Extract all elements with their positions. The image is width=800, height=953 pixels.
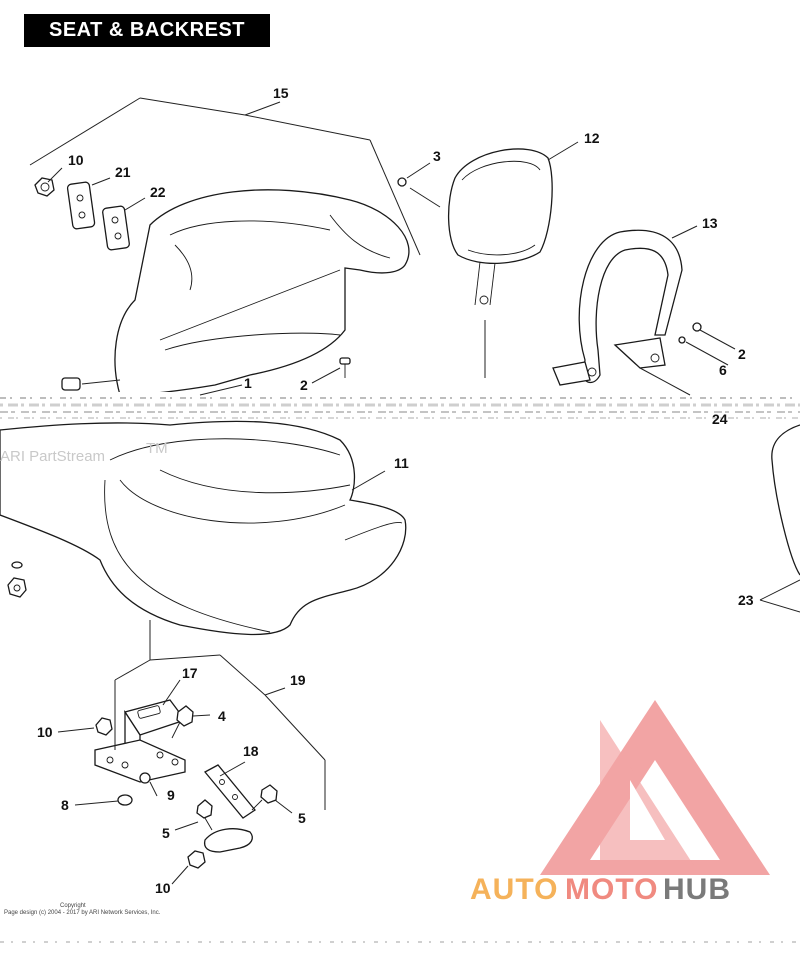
callout-18: 18 [243,743,259,759]
page-title: SEAT & BACKREST [24,14,270,47]
copyright-line1: Copyright [60,903,86,909]
seat-side-part [771,424,800,576]
plate-part [203,764,256,819]
callout-3: 3 [433,148,441,164]
screw-part [339,357,351,378]
callout-5: 5 [298,810,306,826]
nut-part [95,717,113,736]
automotohub-brand-text: AUTO MOTO HUB [470,873,731,906]
brand-hub: HUB [663,873,731,906]
brand-auto: AUTO [470,873,558,906]
connector-part [61,377,81,391]
callout-8: 8 [61,797,69,813]
backrest-bracket-part [552,229,683,386]
latch-part [203,828,253,853]
callout-21: 21 [115,164,131,180]
bolt-part [251,784,278,811]
callout-10: 10 [68,152,84,168]
seat-bracket-part [94,699,187,783]
ari-watermark: ARI PartStream TM [0,440,168,465]
plate-part [66,181,96,230]
watermark-text: ARI PartStream [0,448,105,465]
nut-part [187,850,206,869]
brand-moto: MOTO [565,873,658,906]
callout-15: 15 [273,85,289,101]
screw-part [397,177,407,187]
callout-4: 4 [218,708,226,724]
automotohub-logo [540,700,770,875]
callout-10: 10 [37,724,53,740]
washer-part [11,561,23,569]
callout-labels: 15 10 21 22 3 12 13 1 2 2 6 24 11 23 17 … [37,85,754,896]
bolt-part [171,705,194,739]
headrest-part [447,148,553,306]
copyright-notice: Copyright Page design (c) 2004 - 2017 by… [4,903,161,916]
callout-6: 6 [719,362,727,378]
nut-part [34,177,55,197]
plate-part [102,205,130,251]
callout-23: 23 [738,592,754,608]
callout-9: 9 [167,787,175,803]
screw-part [678,322,702,344]
callout-2: 2 [738,346,746,362]
copyright-line2: Page design (c) 2004 - 2017 by ARI Netwo… [4,910,161,916]
nut-part [7,577,27,598]
callout-2: 2 [300,377,308,393]
callout-19: 19 [290,672,306,688]
callout-5: 5 [162,825,170,841]
callout-22: 22 [150,184,166,200]
callout-12: 12 [584,130,600,146]
watermark-tm: TM [146,440,168,457]
washer-part [139,772,151,784]
bolt-part [196,799,213,831]
callout-13: 13 [702,215,718,231]
leader-lines [29,97,800,885]
scan-artifact-band [0,392,800,422]
callout-10: 10 [155,880,171,896]
callout-24: 24 [712,411,728,427]
callout-11: 11 [394,455,409,471]
backrest-part [114,189,410,396]
seat-part [0,420,407,636]
callout-17: 17 [182,665,198,681]
callout-1: 1 [244,375,252,391]
washer-part [117,794,133,806]
